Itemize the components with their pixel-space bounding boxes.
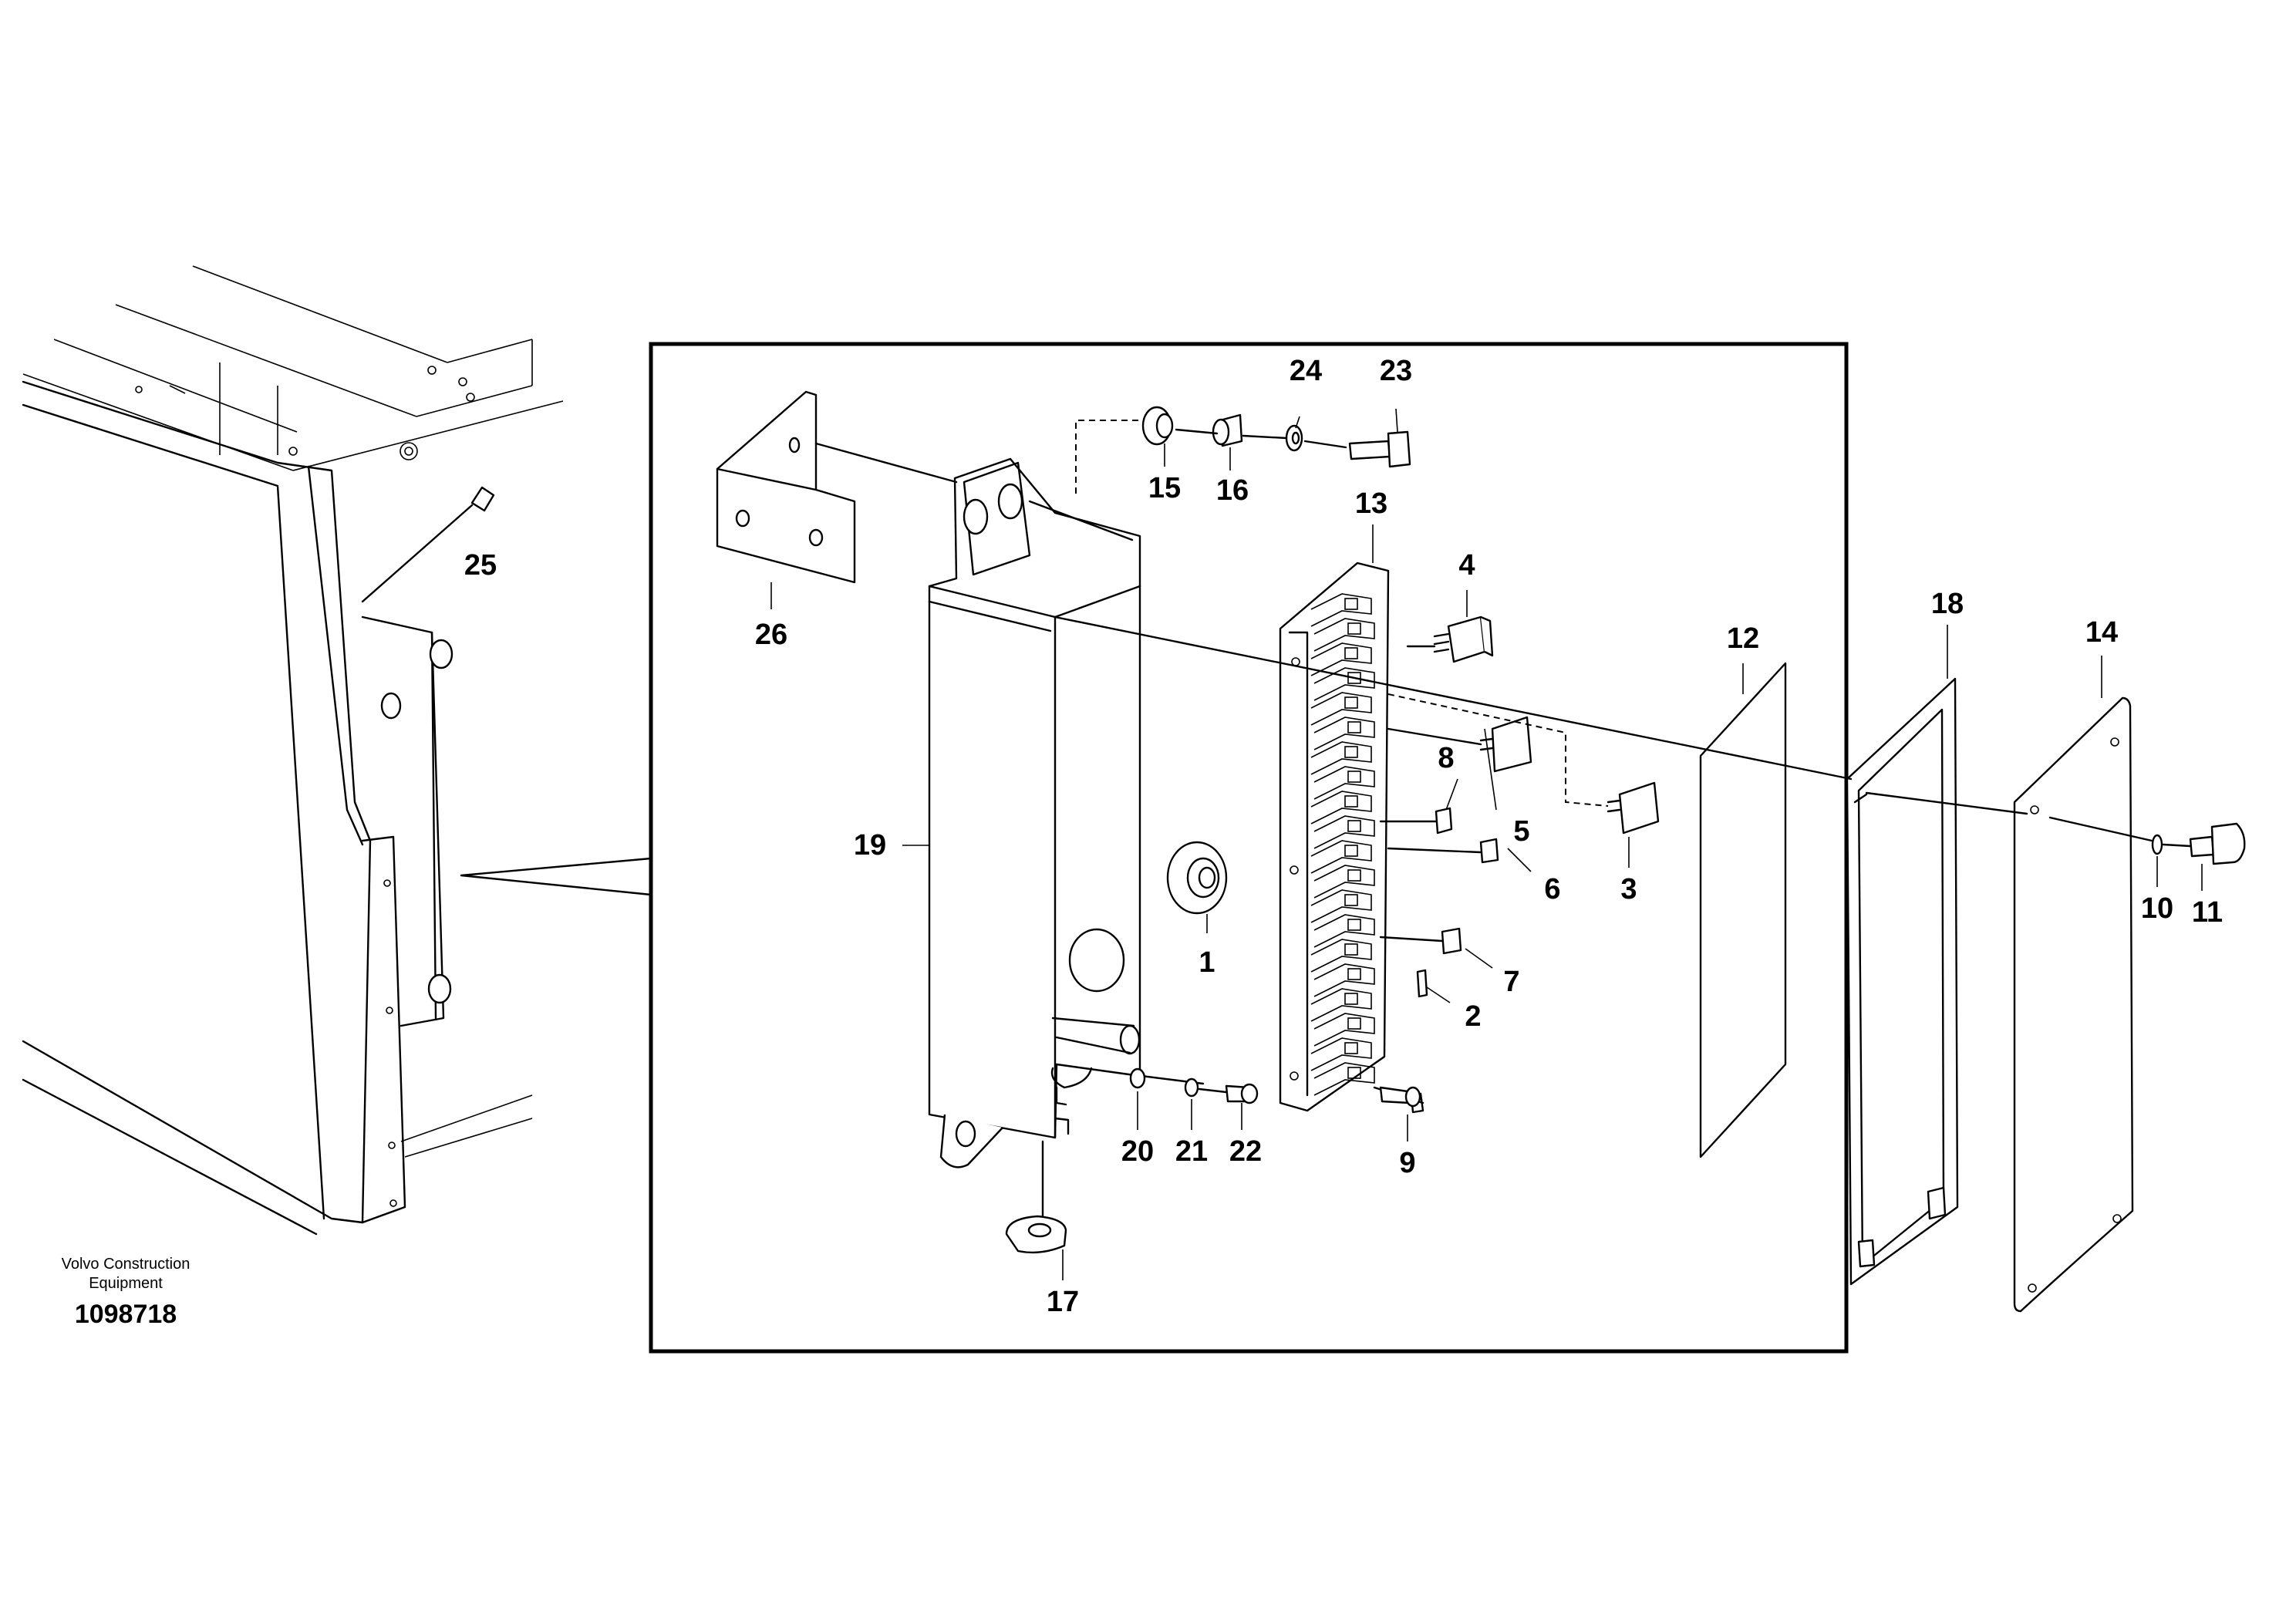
callout-11: 11 bbox=[2192, 896, 2223, 929]
part-frame-18 bbox=[1846, 677, 1959, 1286]
callout-21: 21 bbox=[1175, 1135, 1208, 1168]
part-washer-20 bbox=[1129, 1067, 1146, 1089]
part-relays bbox=[1373, 615, 1660, 1114]
callout-leaders bbox=[770, 408, 2203, 1280]
callout-1: 1 bbox=[1199, 946, 1215, 979]
callout-14: 14 bbox=[2085, 616, 2118, 649]
callout-13: 13 bbox=[1355, 487, 1387, 520]
part-housing-19 bbox=[928, 457, 1228, 1168]
part-washer-21 bbox=[1184, 1077, 1199, 1098]
detail-pointer bbox=[460, 857, 652, 896]
callout-9: 9 bbox=[1399, 1147, 1415, 1179]
callout-20: 20 bbox=[1121, 1135, 1154, 1168]
callout-25: 25 bbox=[464, 549, 497, 582]
callout-22: 22 bbox=[1229, 1135, 1262, 1168]
callout-10: 10 bbox=[2141, 892, 2173, 925]
callout-24: 24 bbox=[1290, 355, 1322, 387]
callout-4: 4 bbox=[1458, 549, 1475, 582]
callout-7: 7 bbox=[1503, 966, 1519, 998]
callout-19: 19 bbox=[854, 829, 886, 862]
callout-2: 2 bbox=[1465, 1000, 1481, 1033]
callout-12: 12 bbox=[1727, 622, 1759, 655]
part-fasteners-top bbox=[1075, 406, 1411, 494]
part-bracket-26 bbox=[716, 390, 856, 584]
brand-line-1: Volvo Construction bbox=[62, 1256, 190, 1273]
part-fuse-board-13 bbox=[1279, 561, 1390, 1112]
callout-8: 8 bbox=[1438, 742, 1454, 774]
part-cover-14 bbox=[2013, 696, 2246, 1313]
callout-15: 15 bbox=[1148, 472, 1181, 504]
cab-overview bbox=[22, 265, 564, 1236]
callout-26: 26 bbox=[755, 619, 787, 651]
drawing-number: 1098718 bbox=[75, 1300, 177, 1329]
detail-frame bbox=[649, 342, 1849, 1354]
callout-3: 3 bbox=[1620, 873, 1637, 905]
callout-23: 23 bbox=[1380, 355, 1412, 387]
leader-line-main bbox=[1054, 615, 1853, 781]
callout-18: 18 bbox=[1931, 588, 1964, 620]
leader-line-cover bbox=[1865, 791, 2028, 815]
part-gasket-12 bbox=[1699, 662, 1787, 1158]
callout-16: 16 bbox=[1216, 474, 1249, 507]
callout-5: 5 bbox=[1513, 815, 1529, 848]
brand-line-2: Equipment bbox=[89, 1275, 163, 1292]
callout-6: 6 bbox=[1544, 873, 1560, 905]
callout-17: 17 bbox=[1047, 1286, 1079, 1318]
